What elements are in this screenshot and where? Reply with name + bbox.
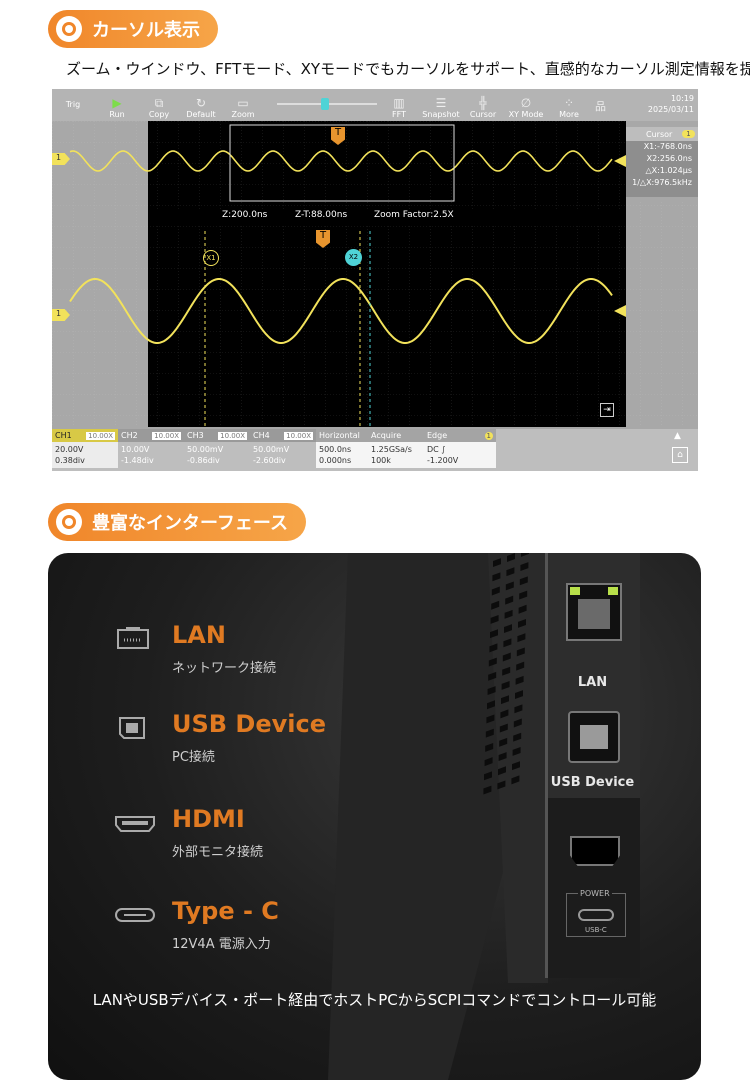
scroll-up-icon[interactable]: ▲: [674, 431, 681, 441]
ch1-marker-top[interactable]: 1: [52, 153, 70, 165]
power-label: POWER: [578, 889, 612, 898]
hdmi-icon: [115, 816, 155, 832]
zoomed-trace: [69, 278, 613, 344]
play-icon: ▶: [112, 96, 122, 110]
slider-thumb[interactable]: [321, 98, 329, 110]
zoom-factor-label: Zoom Factor:2.5X: [374, 210, 454, 220]
scpi-control-note: LANやUSBデバイス・ポート経由でホストPCからSCPIコマンドでコントロール…: [92, 991, 657, 1009]
run-button[interactable]: ▶ Run: [109, 96, 125, 119]
lan-port: [566, 583, 622, 641]
zoom-position-label: Z:200.0ns: [222, 210, 268, 220]
exit-zoom-icon[interactable]: ⇥: [600, 403, 614, 417]
overview-trace: [69, 150, 613, 172]
reset-icon: ↻: [195, 96, 207, 110]
hdmi-port: [570, 836, 620, 866]
trig-button[interactable]: Trig: [65, 99, 81, 109]
zoom-trigger-offset-label: Z-T:88.00ns: [295, 210, 348, 220]
usb-b-icon: [119, 717, 145, 739]
circle-bullet-icon: [56, 509, 82, 535]
more-button[interactable]: ⁘ More: [559, 96, 579, 119]
usb-c-label: USB-C: [585, 926, 607, 934]
timebase-slider[interactable]: [277, 98, 377, 110]
ethernet-icon: [117, 627, 149, 649]
section-heading-interfaces: 豊富なインターフェース: [48, 503, 307, 541]
cursor-frequency-value: 1/△X:976.5kHz: [632, 178, 692, 187]
cursor-delta-value: △X:1.024μs: [645, 166, 693, 175]
network-icon: 品: [595, 100, 606, 113]
zoom-wave-icon: ▭: [237, 96, 249, 110]
xy-mode-button[interactable]: ∅ XY Mode: [508, 96, 544, 119]
cursor-x2-handle[interactable]: X2: [345, 249, 362, 266]
trigger-marker-zoom[interactable]: T: [316, 230, 330, 248]
usb-c-port: [578, 909, 614, 921]
xy-mode-icon: ∅: [520, 96, 532, 110]
more-icon: ⁘: [563, 96, 575, 110]
interface-card: LAN USB Device POWER USB-C LAN ネットワーク接続 …: [48, 553, 701, 1080]
fft-icon: ▥: [393, 96, 405, 110]
snapshot-button[interactable]: ☰ Snapshot: [422, 96, 460, 119]
device-body-illustration: [328, 553, 548, 1080]
cursor-x1-handle[interactable]: X1: [203, 250, 219, 266]
snapshot-icon: ☰: [435, 96, 447, 110]
default-button[interactable]: ↻ Default: [186, 96, 216, 119]
cursor-button[interactable]: ╬ Cursor: [469, 96, 497, 119]
toolbar: Trig ▶ Run ⧉ Copy ↻ Default ▭ Zoom ▥ FFT…: [52, 89, 698, 121]
port-panel-lower: [548, 798, 640, 978]
ch1-marker-zoom[interactable]: 1: [52, 309, 70, 321]
usb-c-icon: [115, 908, 155, 922]
trigger-marker-top[interactable]: T: [331, 127, 345, 145]
cursor-icon: ╬: [479, 96, 487, 110]
section-heading-cursor: カーソル表示: [48, 10, 218, 48]
usb-device-port-label: USB Device: [550, 775, 635, 790]
waveform-display: [52, 121, 698, 427]
cursor-x2-value: X2:256.0ns: [646, 154, 692, 163]
usb-b-port: [568, 711, 620, 763]
oscilloscope-screen: Trig ▶ Run ⧉ Copy ↻ Default ▭ Zoom ▥ FFT…: [52, 89, 698, 471]
lan-port-label: LAN: [577, 675, 608, 690]
cursor-x1-value: X1:-768.0ns: [643, 142, 692, 151]
home-icon[interactable]: ⌂: [672, 447, 688, 463]
copy-button[interactable]: ⧉ Copy: [148, 96, 170, 119]
zoom-button[interactable]: ▭ Zoom: [231, 96, 255, 119]
fft-button[interactable]: ▥ FFT: [392, 96, 406, 119]
copy-icon: ⧉: [154, 96, 164, 110]
cursor-description: ズーム・ウインドウ、FFTモード、XYモードでもカーソルをサポート、直感的なカー…: [66, 60, 750, 78]
circle-bullet-icon: [56, 16, 82, 42]
clock: 10:19 2025/03/11: [647, 94, 694, 114]
